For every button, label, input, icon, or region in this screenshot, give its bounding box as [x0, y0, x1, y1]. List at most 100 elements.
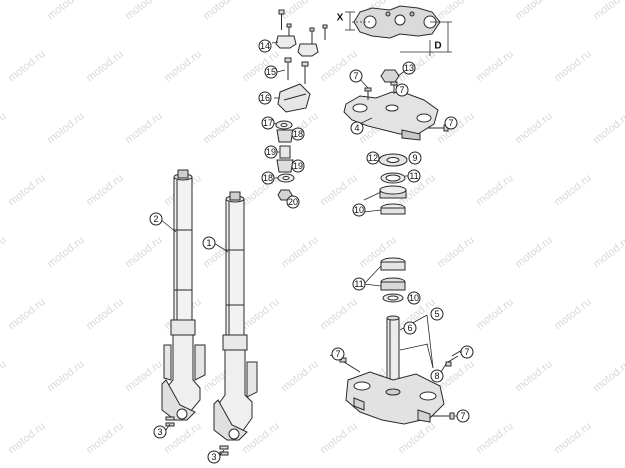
callout-7-lower-left: 7 — [331, 347, 345, 361]
svg-text:19: 19 — [293, 161, 303, 171]
watermark-text: motod.ru — [123, 0, 165, 22]
svg-text:20: 20 — [288, 197, 298, 207]
dimension-d-label: D — [434, 41, 441, 52]
bottom-triple-clamp — [339, 349, 463, 425]
axle-clamp-bolts-right — [219, 445, 229, 456]
callout-6: 6 — [403, 321, 417, 335]
svg-text:7: 7 — [335, 349, 340, 359]
svg-text:2: 2 — [153, 214, 158, 224]
svg-text:7: 7 — [464, 347, 469, 357]
svg-text:12: 12 — [368, 153, 378, 163]
watermark-text: motod.ru — [279, 0, 321, 22]
svg-text:7: 7 — [399, 85, 404, 95]
callout-19-lower: 19 — [291, 159, 305, 173]
top-triple-clamp-dimension-view — [345, 5, 452, 56]
watermark-text: motod.ru — [318, 296, 360, 332]
steering-stem — [386, 315, 400, 389]
callout-14: 13 — [402, 61, 416, 75]
watermark-text: motod.ru — [201, 0, 243, 22]
svg-text:16: 16 — [260, 93, 270, 103]
watermark-text: motod.ru — [6, 420, 48, 456]
watermark-text: motod.ru — [474, 420, 516, 456]
callout-20: 19 — [264, 145, 278, 159]
svg-text:18: 18 — [263, 173, 273, 183]
watermark-text: motod.ru — [240, 296, 282, 332]
watermark-text: motod.ru — [0, 110, 9, 146]
svg-text:4: 4 — [354, 123, 359, 133]
watermark-text: motod.ru — [279, 234, 321, 270]
callout-7-side: 7 — [444, 116, 458, 130]
watermark-text: motod.ru — [6, 172, 48, 208]
callout-5: 5 — [430, 307, 444, 321]
fork-leg-right — [213, 191, 258, 441]
svg-text:10: 10 — [409, 293, 419, 303]
svg-text:18: 18 — [293, 129, 303, 139]
watermark-text: motod.ru — [45, 110, 87, 146]
callout-7-top-right: 7 — [395, 83, 409, 97]
upper-bearing-set — [378, 153, 408, 215]
callout-18-upper: 17 — [261, 116, 275, 130]
callout-7-lower-right: 7 — [456, 409, 470, 423]
watermark-text: motod.ru — [591, 0, 625, 22]
callout-21: 20 — [286, 195, 300, 209]
callout-1: 1 — [202, 236, 216, 250]
watermark-text: motod.ru — [513, 234, 555, 270]
watermark-text: motod.ru — [0, 358, 9, 394]
svg-text:10: 10 — [354, 205, 364, 215]
handlebar-clamp-stack — [275, 9, 328, 201]
svg-text:17: 17 — [263, 118, 273, 128]
watermark-text: motod.ru — [201, 110, 243, 146]
top-triple-clamp — [343, 69, 449, 141]
watermark-text: motod.ru — [6, 296, 48, 332]
callout-13: 12 — [366, 151, 380, 165]
watermark-text: motod.ru — [513, 358, 555, 394]
watermark-text: motod.ru — [591, 358, 625, 394]
callout-3-right: 3 — [207, 450, 221, 464]
svg-text:11: 11 — [354, 279, 363, 289]
callout-11-lower: 11 — [352, 277, 366, 291]
watermark-text: motod.ru — [123, 358, 165, 394]
watermark-text: motod.ru — [591, 110, 625, 146]
fork-leg-left — [161, 169, 206, 421]
svg-text:7: 7 — [460, 411, 465, 421]
watermark-text: motod.ru — [474, 172, 516, 208]
watermark-text: motod.ru — [84, 172, 126, 208]
watermark-text: motod.ru — [45, 234, 87, 270]
callout-10-lower: 10 — [407, 291, 421, 305]
svg-text:19: 19 — [266, 147, 276, 157]
svg-text:1: 1 — [206, 238, 211, 248]
watermark-text: motod.ru — [474, 296, 516, 332]
svg-text:6: 6 — [407, 323, 412, 333]
watermark-text: motod.ru — [513, 0, 555, 22]
watermark-text: motod.ru — [123, 234, 165, 270]
watermark-text: motod.ru — [0, 234, 9, 270]
callout-18-lower: 18 — [261, 171, 275, 185]
dimension-x-label: X — [337, 13, 344, 24]
watermark-text: motod.ru — [45, 0, 87, 22]
svg-text:11: 11 — [409, 171, 418, 181]
callout-16: 15 — [264, 65, 278, 79]
callout-4: 4 — [350, 121, 364, 135]
watermark-text: motod.ru — [162, 48, 204, 84]
watermark-text: motod.ru — [552, 48, 594, 84]
watermark-text: motod.ru — [123, 110, 165, 146]
svg-text:13: 13 — [404, 63, 414, 73]
callouts: 1 2 3 3 4 5 6 7 7 7 7 7 7 8 9 10 10 11 1… — [149, 39, 474, 464]
callout-15: 14 — [258, 39, 272, 53]
callout-7-top-left: 7 — [349, 69, 363, 83]
watermark-text: motod.ru — [552, 172, 594, 208]
watermark-text: motod.ru — [318, 172, 360, 208]
watermark-text: motod.ru — [513, 110, 555, 146]
svg-text:3: 3 — [211, 452, 216, 462]
svg-text:8: 8 — [434, 371, 439, 381]
callout-8: 7 — [460, 345, 474, 359]
svg-text:15: 15 — [266, 67, 276, 77]
watermark-text: motod.ru — [84, 296, 126, 332]
watermark-text: motod.ru — [552, 296, 594, 332]
watermark-text: motod.ru — [396, 420, 438, 456]
watermark-text: motod.ru — [84, 48, 126, 84]
watermark-text: motod.ru — [84, 420, 126, 456]
callout-17: 16 — [258, 91, 272, 105]
